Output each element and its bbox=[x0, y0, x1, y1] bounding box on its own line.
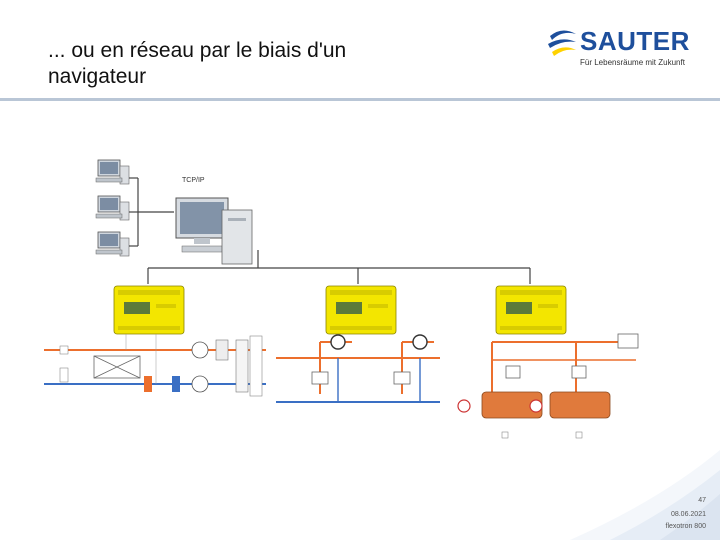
sauter-logo: SAUTER Für Lebensräume mit Zukunft bbox=[546, 26, 692, 74]
header-divider bbox=[0, 98, 720, 101]
title-line-1: ... ou en réseau par le biais d'un bbox=[48, 39, 347, 62]
sauter-logo-icon bbox=[548, 30, 576, 56]
controller-2 bbox=[325, 285, 397, 335]
logo-wordmark: SAUTER bbox=[580, 26, 690, 56]
client-pc-3 bbox=[95, 231, 130, 257]
controller-1 bbox=[113, 285, 185, 335]
network-diagram: TCP/IP bbox=[44, 159, 639, 439]
network-label: TCP/IP bbox=[182, 177, 205, 184]
air-handling-unit bbox=[44, 334, 266, 397]
client-pc-1 bbox=[95, 159, 130, 185]
decorative-swoosh bbox=[570, 450, 720, 540]
logo-tagline: Für Lebensräume mit Zukunft bbox=[580, 58, 685, 67]
page-title: ... ou en réseau par le biais d'un navig… bbox=[48, 38, 346, 90]
workstation bbox=[175, 197, 253, 265]
heating-circuits bbox=[276, 334, 440, 403]
client-pc-2 bbox=[95, 195, 130, 221]
page-number: 47 bbox=[698, 497, 706, 504]
footer-date: 08.06.2021 bbox=[670, 511, 706, 518]
boiler-plant bbox=[457, 333, 639, 439]
footer-product: flexotron 800 bbox=[665, 523, 706, 530]
controller-3 bbox=[495, 285, 567, 335]
title-line-2: navigateur bbox=[48, 65, 147, 88]
